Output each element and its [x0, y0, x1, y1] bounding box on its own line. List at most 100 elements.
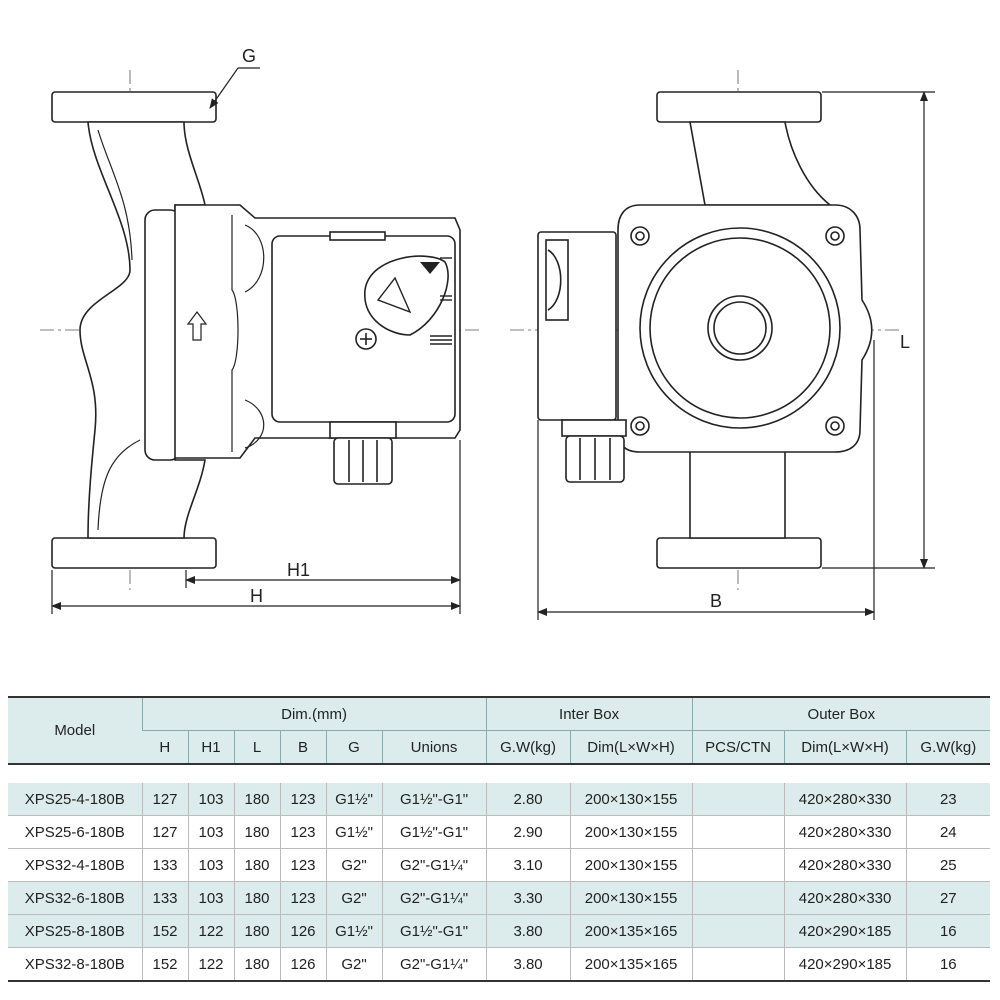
cell-inter-dim: 200×130×155	[569, 881, 693, 915]
cell-outer-gw: 16	[905, 914, 991, 948]
cell-l: 180	[233, 881, 280, 915]
front-top-flange	[656, 91, 822, 123]
cell-pcs-ctn	[691, 783, 785, 816]
cell-model: XPS25-8-180B	[8, 914, 142, 948]
cell-g: G2"	[325, 947, 382, 982]
cell-h1: 103	[187, 815, 234, 849]
cell-g: G2"	[325, 881, 382, 915]
col-header-b: B	[279, 730, 326, 764]
cell-h: 127	[141, 815, 188, 849]
table-row: XPS32-6-180B 133 103 180 123 G2" G2"-G1¼…	[8, 881, 991, 915]
cell-h: 127	[141, 783, 188, 816]
cell-outer-dim: 420×280×330	[783, 783, 907, 816]
cell-pcs-ctn	[691, 848, 785, 882]
cell-g: G1½"	[325, 914, 382, 948]
cell-inter-dim: 200×130×155	[569, 848, 693, 882]
cell-g: G1½"	[325, 783, 382, 816]
cell-unions: G2"-G1¼"	[381, 848, 487, 882]
cell-outer-dim: 420×280×330	[783, 848, 907, 882]
table-row: XPS25-8-180B 152 122 180 126 G1½" G1½"-G…	[8, 914, 991, 948]
cell-h: 152	[141, 947, 188, 982]
cell-outer-gw: 25	[905, 848, 991, 882]
cell-outer-gw: 23	[905, 783, 991, 816]
label-g: G	[242, 46, 256, 66]
cell-h1: 122	[187, 914, 234, 948]
pump-technical-drawing: G H1 H	[40, 46, 935, 620]
side-view	[40, 70, 480, 590]
col-header-outer-dim: Dim(L×W×H)	[783, 730, 907, 764]
cell-outer-dim: 420×290×185	[783, 914, 907, 948]
cell-b: 123	[279, 881, 326, 915]
cell-outer-dim: 420×280×330	[783, 881, 907, 915]
cell-l: 180	[233, 914, 280, 948]
cell-g: G2"	[325, 848, 382, 882]
cell-l: 180	[233, 848, 280, 882]
col-header-h1: H1	[187, 730, 234, 764]
cell-g: G1½"	[325, 815, 382, 849]
cell-b: 123	[279, 783, 326, 816]
cell-model: XPS32-8-180B	[8, 947, 142, 982]
cell-l: 180	[233, 947, 280, 982]
cell-outer-gw: 16	[905, 947, 991, 982]
cell-unions: G1½"-G1"	[381, 783, 487, 816]
front-cable-gland	[561, 419, 627, 483]
cell-inter-gw: 3.80	[485, 947, 571, 982]
cell-l: 180	[233, 783, 280, 816]
side-cable-gland	[329, 421, 397, 485]
col-header-unions: Unions	[381, 730, 487, 764]
cell-inter-gw: 3.10	[485, 848, 571, 882]
cell-b: 126	[279, 947, 326, 982]
cell-outer-gw: 27	[905, 881, 991, 915]
cell-h: 133	[141, 881, 188, 915]
header-outer-box-group: Outer Box	[691, 697, 991, 731]
col-header-outer-gw: G.W(kg)	[905, 730, 991, 764]
col-header-pcs-ctn: PCS/CTN	[691, 730, 785, 764]
cell-unions: G1½"-G1"	[381, 815, 487, 849]
cell-model: XPS32-4-180B	[8, 848, 142, 882]
cell-unions: G2"-G1¼"	[381, 947, 487, 982]
cell-l: 180	[233, 815, 280, 849]
side-bottom-flange	[51, 537, 217, 569]
cell-outer-dim: 420×280×330	[783, 815, 907, 849]
h-dimensions	[51, 440, 461, 614]
front-view	[510, 70, 900, 590]
cell-pcs-ctn	[691, 947, 785, 982]
header-inter-box-group: Inter Box	[485, 697, 693, 731]
header-model: Model	[8, 697, 142, 764]
cell-model: XPS25-6-180B	[8, 815, 142, 849]
cell-b: 123	[279, 815, 326, 849]
cell-b: 123	[279, 848, 326, 882]
cell-inter-dim: 200×130×155	[569, 783, 693, 816]
label-b: B	[710, 591, 722, 611]
housing-bolts	[630, 226, 845, 436]
table-row: XPS32-8-180B 152 122 180 126 G2" G2"-G1¼…	[8, 947, 991, 982]
cell-h1: 103	[187, 881, 234, 915]
cell-b: 126	[279, 914, 326, 948]
g-leader	[209, 67, 260, 109]
cell-unions: G1½"-G1"	[381, 914, 487, 948]
col-header-inter-dim: Dim(L×W×H)	[569, 730, 693, 764]
col-header-l: L	[233, 730, 280, 764]
table-row: XPS25-6-180B 127 103 180 123 G1½" G1½"-G…	[8, 815, 991, 849]
cell-h: 152	[141, 914, 188, 948]
cell-inter-dim: 200×135×165	[569, 914, 693, 948]
col-header-g: G	[325, 730, 382, 764]
cell-pcs-ctn	[691, 914, 785, 948]
vent-screw	[355, 328, 377, 350]
cell-inter-gw: 3.80	[485, 914, 571, 948]
cell-outer-gw: 24	[905, 815, 991, 849]
cell-pcs-ctn	[691, 815, 785, 849]
cell-h1: 122	[187, 947, 234, 982]
table-row: XPS32-4-180B 133 103 180 123 G2" G2"-G1¼…	[8, 848, 991, 882]
cell-h: 133	[141, 848, 188, 882]
cell-model: XPS32-6-180B	[8, 881, 142, 915]
header-dim-group: Dim.(mm)	[141, 697, 487, 731]
speed-marks	[430, 257, 452, 345]
l-dimension	[822, 91, 935, 569]
cell-inter-gw: 3.30	[485, 881, 571, 915]
flow-arrow-icon	[186, 311, 208, 341]
col-header-h: H	[142, 730, 188, 764]
cell-model: XPS25-4-180B	[8, 783, 142, 816]
cell-inter-dim: 200×135×165	[569, 947, 693, 982]
cell-inter-gw: 2.90	[485, 815, 571, 849]
